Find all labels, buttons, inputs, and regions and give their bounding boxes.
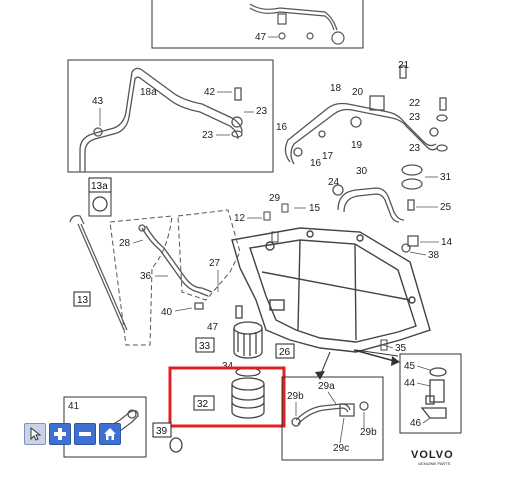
- callout-47-top: 47: [255, 32, 267, 43]
- label-13: 13: [77, 295, 89, 306]
- callout-23-right-b: 23: [409, 143, 421, 154]
- viewer-toolbar: [24, 423, 121, 445]
- inset-hose-18a: [67, 59, 274, 173]
- callout-20: 20: [352, 87, 364, 98]
- callout-16-b: 16: [310, 158, 322, 169]
- top-inset-frame: [151, 0, 364, 49]
- callout-27: 14: [441, 237, 453, 248]
- callout-38: 28: [119, 238, 131, 249]
- callout-19: 19: [351, 140, 363, 151]
- gasket-outline-right: [177, 209, 241, 301]
- callout-22: 22: [409, 98, 421, 109]
- label-13a: 13a: [91, 181, 108, 192]
- zoom-in-button[interactable]: [49, 423, 71, 445]
- hose-18a: [79, 67, 243, 172]
- callout-29c: 29c: [333, 443, 349, 454]
- minus-icon: [79, 432, 91, 436]
- callout-17: 17: [322, 151, 334, 162]
- callout-18a: 18a: [140, 87, 157, 98]
- callout-29b-left: 29b: [287, 391, 304, 402]
- svg-text:GENUINE PARTS: GENUINE PARTS: [418, 461, 451, 466]
- callout-25: 25: [440, 202, 452, 213]
- callout-23-inset-a: 23: [256, 106, 268, 117]
- callout-24: 31: [440, 172, 452, 183]
- callout-42: 42: [204, 87, 216, 98]
- select-tool-button[interactable]: [24, 423, 46, 445]
- callout-40: 40: [161, 307, 173, 318]
- o-ring-39: [169, 437, 183, 453]
- volvo-logo: VOLVO GENUINE PARTS: [411, 449, 454, 466]
- callout-43: 43: [92, 96, 104, 107]
- label-39: 39: [156, 426, 168, 437]
- label-32: 32: [197, 399, 209, 410]
- tool-41: [98, 409, 139, 441]
- callout-23-inset-b: 23: [202, 130, 214, 141]
- callout-18: 18: [330, 83, 342, 94]
- oil-pan: [231, 227, 431, 353]
- plus-icon: [54, 428, 66, 440]
- callout-16-a: 16: [276, 122, 288, 133]
- dipstick: [69, 215, 128, 331]
- home-button[interactable]: [99, 423, 121, 445]
- callout-12: 36: [140, 271, 152, 282]
- label-26: 26: [279, 347, 291, 358]
- callout-36: 27: [209, 258, 221, 269]
- callout-31: 30: [356, 166, 368, 177]
- oil-level-sensor: [420, 367, 447, 419]
- inset-pipe-29a: [281, 376, 384, 461]
- svg-text:VOLVO: VOLVO: [411, 449, 454, 461]
- callout-47-filter: 47: [207, 322, 219, 333]
- callout-46: 46: [410, 418, 422, 429]
- callout-14: 12: [234, 213, 246, 224]
- callout-35: 35: [395, 343, 407, 354]
- box-13: [73, 291, 91, 307]
- callout-15: 15: [309, 203, 321, 214]
- callout-29a: 29a: [318, 381, 335, 392]
- highlight-box-32: [168, 366, 286, 428]
- pointer-icon: [30, 427, 41, 441]
- callout-45: 45: [404, 361, 416, 372]
- top-inset-parts: [249, 3, 345, 45]
- callout-29b-right: 29b: [360, 427, 377, 438]
- filter-housing-32: [231, 377, 265, 419]
- home-icon: [104, 428, 116, 440]
- callout-28: 38: [428, 250, 440, 261]
- callout-21: 21: [398, 60, 410, 71]
- inset-sensor-44: [399, 353, 462, 434]
- zoom-out-button[interactable]: [74, 423, 96, 445]
- callout-23-right-a: 23: [409, 112, 421, 123]
- label-33: 33: [199, 341, 211, 352]
- pipe-29a: [291, 401, 369, 427]
- callout-30: 24: [328, 177, 340, 188]
- callout-29: 29: [269, 193, 281, 204]
- tube-12: [138, 224, 213, 310]
- callout-41: 41: [68, 401, 80, 412]
- hose-31: [332, 164, 423, 253]
- pipe-18-assembly: [284, 65, 448, 165]
- callout-44: 44: [404, 378, 416, 389]
- oil-filter: [233, 305, 263, 377]
